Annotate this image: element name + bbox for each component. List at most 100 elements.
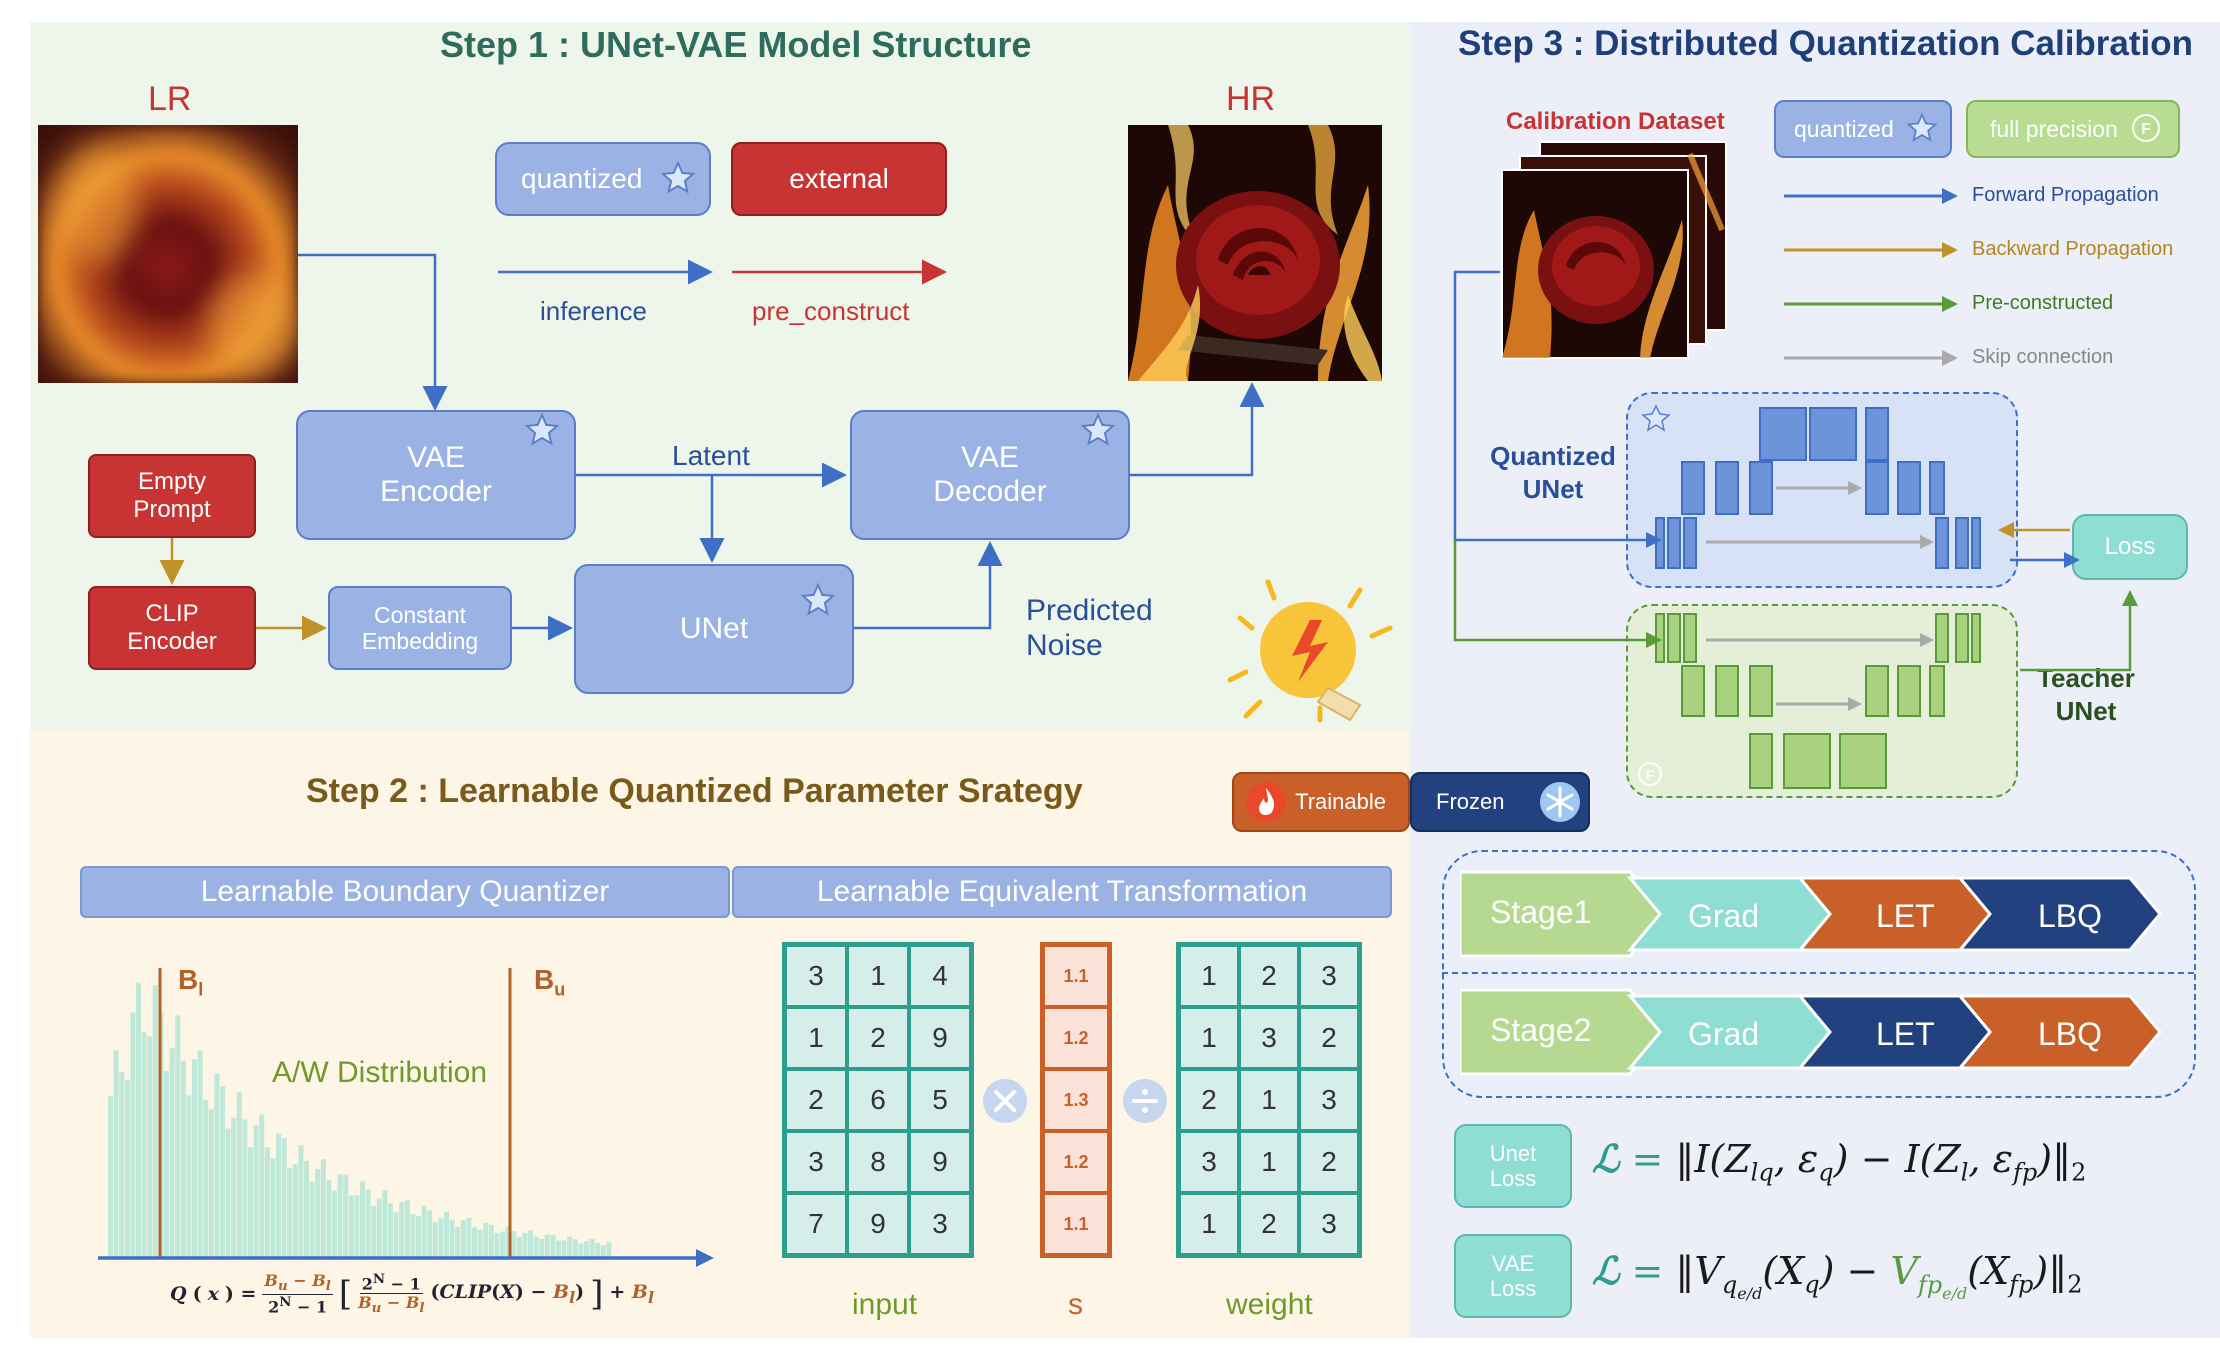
histogram-bar	[276, 1133, 281, 1258]
weight-matrix-cell: 3	[1239, 1007, 1299, 1069]
weight-matrix-cell: 3	[1299, 1069, 1359, 1131]
frozen-label: Frozen	[1436, 789, 1505, 815]
empty-prompt-box: Empty Prompt	[88, 454, 256, 538]
input-matrix-cell: 9	[909, 1007, 971, 1069]
histogram-bar	[589, 1239, 595, 1258]
lbq-header-label: Learnable Boundary Quantizer	[200, 875, 610, 908]
constant-embedding-box: Constant Embedding	[328, 586, 512, 670]
divide-icon	[1123, 1079, 1167, 1123]
histogram-bar	[494, 1233, 500, 1258]
histogram-bar	[113, 1050, 119, 1258]
histogram-bar	[197, 1050, 203, 1258]
histogram-bar	[606, 1242, 612, 1258]
histogram-bar	[516, 1236, 522, 1258]
input-matrix-cell: 3	[909, 1193, 971, 1255]
preconstructed-label: Pre-constructed	[1972, 292, 2114, 314]
step3-legend-full-precision-label: full precision	[1990, 115, 2118, 142]
histogram-bar	[505, 1226, 511, 1258]
quantized-unet-text: Quantized UNet	[1490, 441, 1616, 504]
star-icon	[1080, 412, 1116, 446]
histogram-bar	[539, 1239, 545, 1258]
histogram-bar	[561, 1240, 567, 1258]
pre-construct-label: pre_construct	[752, 296, 910, 326]
calibration-images	[1501, 141, 1727, 359]
histogram-bar	[444, 1211, 449, 1258]
input-matrix-cell: 2	[847, 1007, 909, 1069]
histogram-bar	[320, 1159, 326, 1258]
step3-title: Step 3 : Distributed Quantization Calibr…	[1458, 24, 2194, 63]
star-icon	[524, 412, 560, 446]
histogram-bar	[460, 1220, 466, 1258]
histogram-bar	[220, 1086, 225, 1258]
latent-label: Latent	[672, 440, 750, 471]
let-header: Learnable Equivalent Transformation	[732, 866, 1392, 918]
vae-encoder-label: VAE Encoder	[380, 440, 492, 509]
input-matrix-cell: 2	[785, 1069, 847, 1131]
input-label: input	[852, 1288, 918, 1321]
histogram-bar	[281, 1138, 287, 1258]
lr-image	[38, 125, 298, 383]
weight-matrix-cell: 1	[1179, 1007, 1239, 1069]
loss-label: Loss	[2104, 533, 2156, 561]
star-icon	[660, 160, 696, 194]
let-header-label: Learnable Equivalent Transformation	[816, 875, 1308, 908]
lr-label: LR	[148, 80, 192, 118]
step1-title: Step 1 : UNet-VAE Model Structure	[440, 24, 1032, 65]
stage2-let: LET	[1876, 1016, 1935, 1052]
histogram-bar	[421, 1206, 427, 1258]
s-vector-cell: 1.2	[1043, 1007, 1109, 1069]
predicted-noise-text: Predicted Noise	[1026, 594, 1153, 662]
unet-loss-formula: ℒ = ‖I(Zlq, εq) − I(Zl, εfp)‖2	[1592, 1136, 2087, 1187]
step3-legend-quantized-label: quantized	[1794, 115, 1894, 142]
histogram-bar	[393, 1212, 399, 1258]
weight-matrix-cell: 3	[1299, 1193, 1359, 1255]
teacher-unet-blocks: F	[1638, 613, 1981, 789]
s-vector-cell: 1.2	[1043, 1131, 1109, 1193]
histogram-bar	[152, 985, 158, 1258]
distribution-histogram	[98, 968, 714, 1267]
histogram-bar	[259, 1114, 265, 1258]
histogram-bar	[298, 1145, 304, 1258]
vae-decoder-box: VAE Decoder	[850, 410, 1130, 540]
histogram-bar	[248, 1147, 253, 1258]
histogram-bar	[348, 1195, 354, 1258]
histogram-bar	[382, 1190, 388, 1258]
legend-quantized-label: quantized	[521, 162, 643, 194]
histogram-bar	[371, 1205, 377, 1258]
constant-embedding-label: Constant Embedding	[361, 601, 479, 654]
snowflake-icon	[1540, 782, 1580, 822]
histogram-bar	[141, 1032, 147, 1258]
weight-matrix-cell: 2	[1299, 1007, 1359, 1069]
histogram-bar	[124, 1079, 130, 1258]
predicted-noise-label: Predicted Noise	[1026, 594, 1176, 663]
teacher-unet-text: Teacher UNet	[2037, 663, 2135, 726]
weight-matrix-cell: 3	[1179, 1131, 1239, 1193]
histogram-bar	[214, 1073, 220, 1258]
histogram-bar	[136, 982, 141, 1258]
histogram-bar	[388, 1203, 393, 1258]
histogram-bar	[208, 1109, 214, 1258]
histogram-bar	[337, 1174, 343, 1258]
histogram-bar	[567, 1236, 573, 1258]
stage2-lbq: LBQ	[2038, 1016, 2103, 1052]
histogram-bar	[544, 1234, 550, 1258]
weight-matrix-cell: 2	[1179, 1069, 1239, 1131]
weight-matrix-cell: 1	[1239, 1131, 1299, 1193]
hr-image	[1128, 125, 1382, 381]
star-icon	[800, 582, 836, 616]
histogram-bar	[556, 1240, 561, 1258]
histogram-bar	[595, 1242, 601, 1258]
histogram-bar	[455, 1226, 461, 1258]
lbq-header: Learnable Boundary Quantizer	[80, 866, 730, 918]
empty-prompt-label: Empty Prompt	[133, 468, 211, 523]
histogram-bar	[108, 1096, 113, 1258]
histogram-bar	[360, 1181, 365, 1258]
multiply-icon	[983, 1079, 1027, 1123]
histogram-bar	[500, 1231, 505, 1258]
unet-box: UNet	[574, 564, 854, 694]
legend-external: external	[731, 142, 947, 216]
vae-encoder-box: VAE Encoder	[296, 410, 576, 540]
calibration-dataset-label: Calibration Dataset	[1506, 108, 1725, 135]
